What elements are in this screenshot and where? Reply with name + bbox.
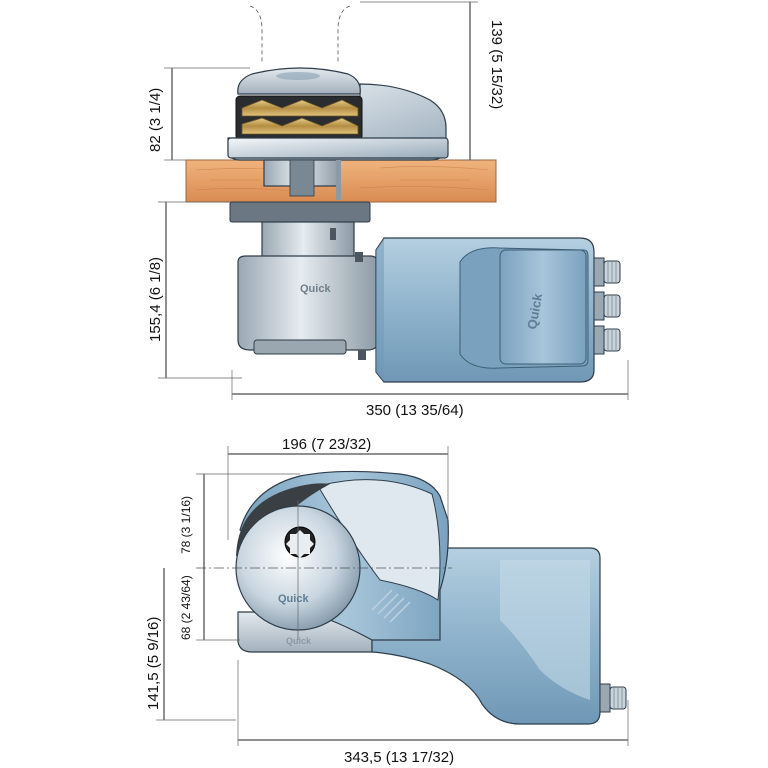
plan-hood-rim	[317, 479, 441, 601]
label-lower-offset: 68 (2 43/64)	[179, 575, 193, 640]
mounting-plate	[229, 201, 371, 223]
dim-below-deck: 155,4 (6 1/8)	[147, 201, 242, 379]
gypsy-pockets	[241, 99, 359, 135]
dim-drum-height: 82 (3 1/4)	[147, 67, 250, 161]
quick-logo-plan: Quick	[278, 593, 309, 605]
gearbox-neck	[261, 221, 355, 259]
plan-cable-gland	[599, 683, 627, 713]
stud	[336, 160, 341, 200]
shaft	[289, 159, 315, 197]
label-top-height: 139 (5 15/32)	[488, 20, 505, 109]
dim-lower-offset: 68 (2 43/64)	[179, 568, 240, 641]
label-drum-height: 82 (3 1/4)	[147, 88, 164, 152]
label-below-deck: 155,4 (6 1/8)	[147, 257, 164, 342]
cover-plate	[227, 137, 449, 159]
cable-glands-side	[593, 257, 621, 355]
label-plan-depth: 141,5 (5 9/16)	[145, 617, 162, 710]
bolts-top	[330, 228, 366, 360]
wood-grain	[195, 166, 489, 193]
plan-view: Quick Quick 196 (7 23/32) 78 (3	[145, 436, 629, 766]
dim-side-length: 350 (13 35/64)	[231, 360, 629, 419]
gearbox-body	[237, 255, 379, 351]
label-upper-offset: 78 (3 1/16)	[179, 496, 193, 554]
dim-upper-offset: 78 (3 1/16)	[179, 473, 300, 568]
plan-drum-socket	[284, 526, 316, 558]
plan-motor-highlight	[500, 560, 590, 700]
dim-plan-width: 196 (7 23/32)	[227, 436, 449, 540]
label-side-length: 350 (13 35/64)	[366, 402, 464, 419]
quick-logo-plan-lower: Quick	[286, 636, 312, 646]
gearbox-bottom	[253, 339, 347, 355]
capstan-outline	[249, 5, 351, 64]
quick-logo-motor: Quick	[524, 292, 545, 331]
label-plan-length: 343,5 (13 17/32)	[344, 749, 454, 766]
dim-plan-depth: 141,5 (5 9/16)	[145, 568, 236, 721]
terminal-box	[499, 249, 587, 365]
motor-side-shade	[376, 238, 384, 382]
label-plan-width: 196 (7 23/32)	[282, 436, 371, 453]
quick-logo-gearbox: Quick	[300, 283, 331, 295]
quick-logo-top	[276, 72, 320, 80]
dim-top-height: 139 (5 15/32)	[360, 1, 505, 161]
drum-top-cap	[237, 67, 361, 95]
plan-vent-slots	[371, 589, 411, 623]
side-elevation-view: Quick Quick 139 (5 15/32)	[147, 1, 629, 419]
dim-plan-length: 343,5 (13 17/32)	[237, 660, 629, 766]
